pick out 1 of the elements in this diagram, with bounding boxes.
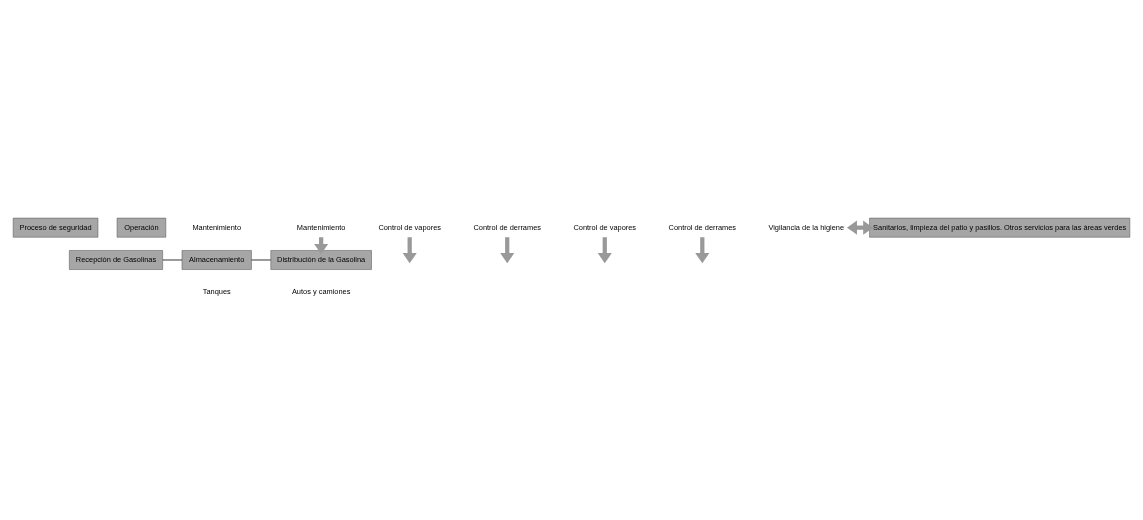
arrow — [846, 220, 874, 235]
